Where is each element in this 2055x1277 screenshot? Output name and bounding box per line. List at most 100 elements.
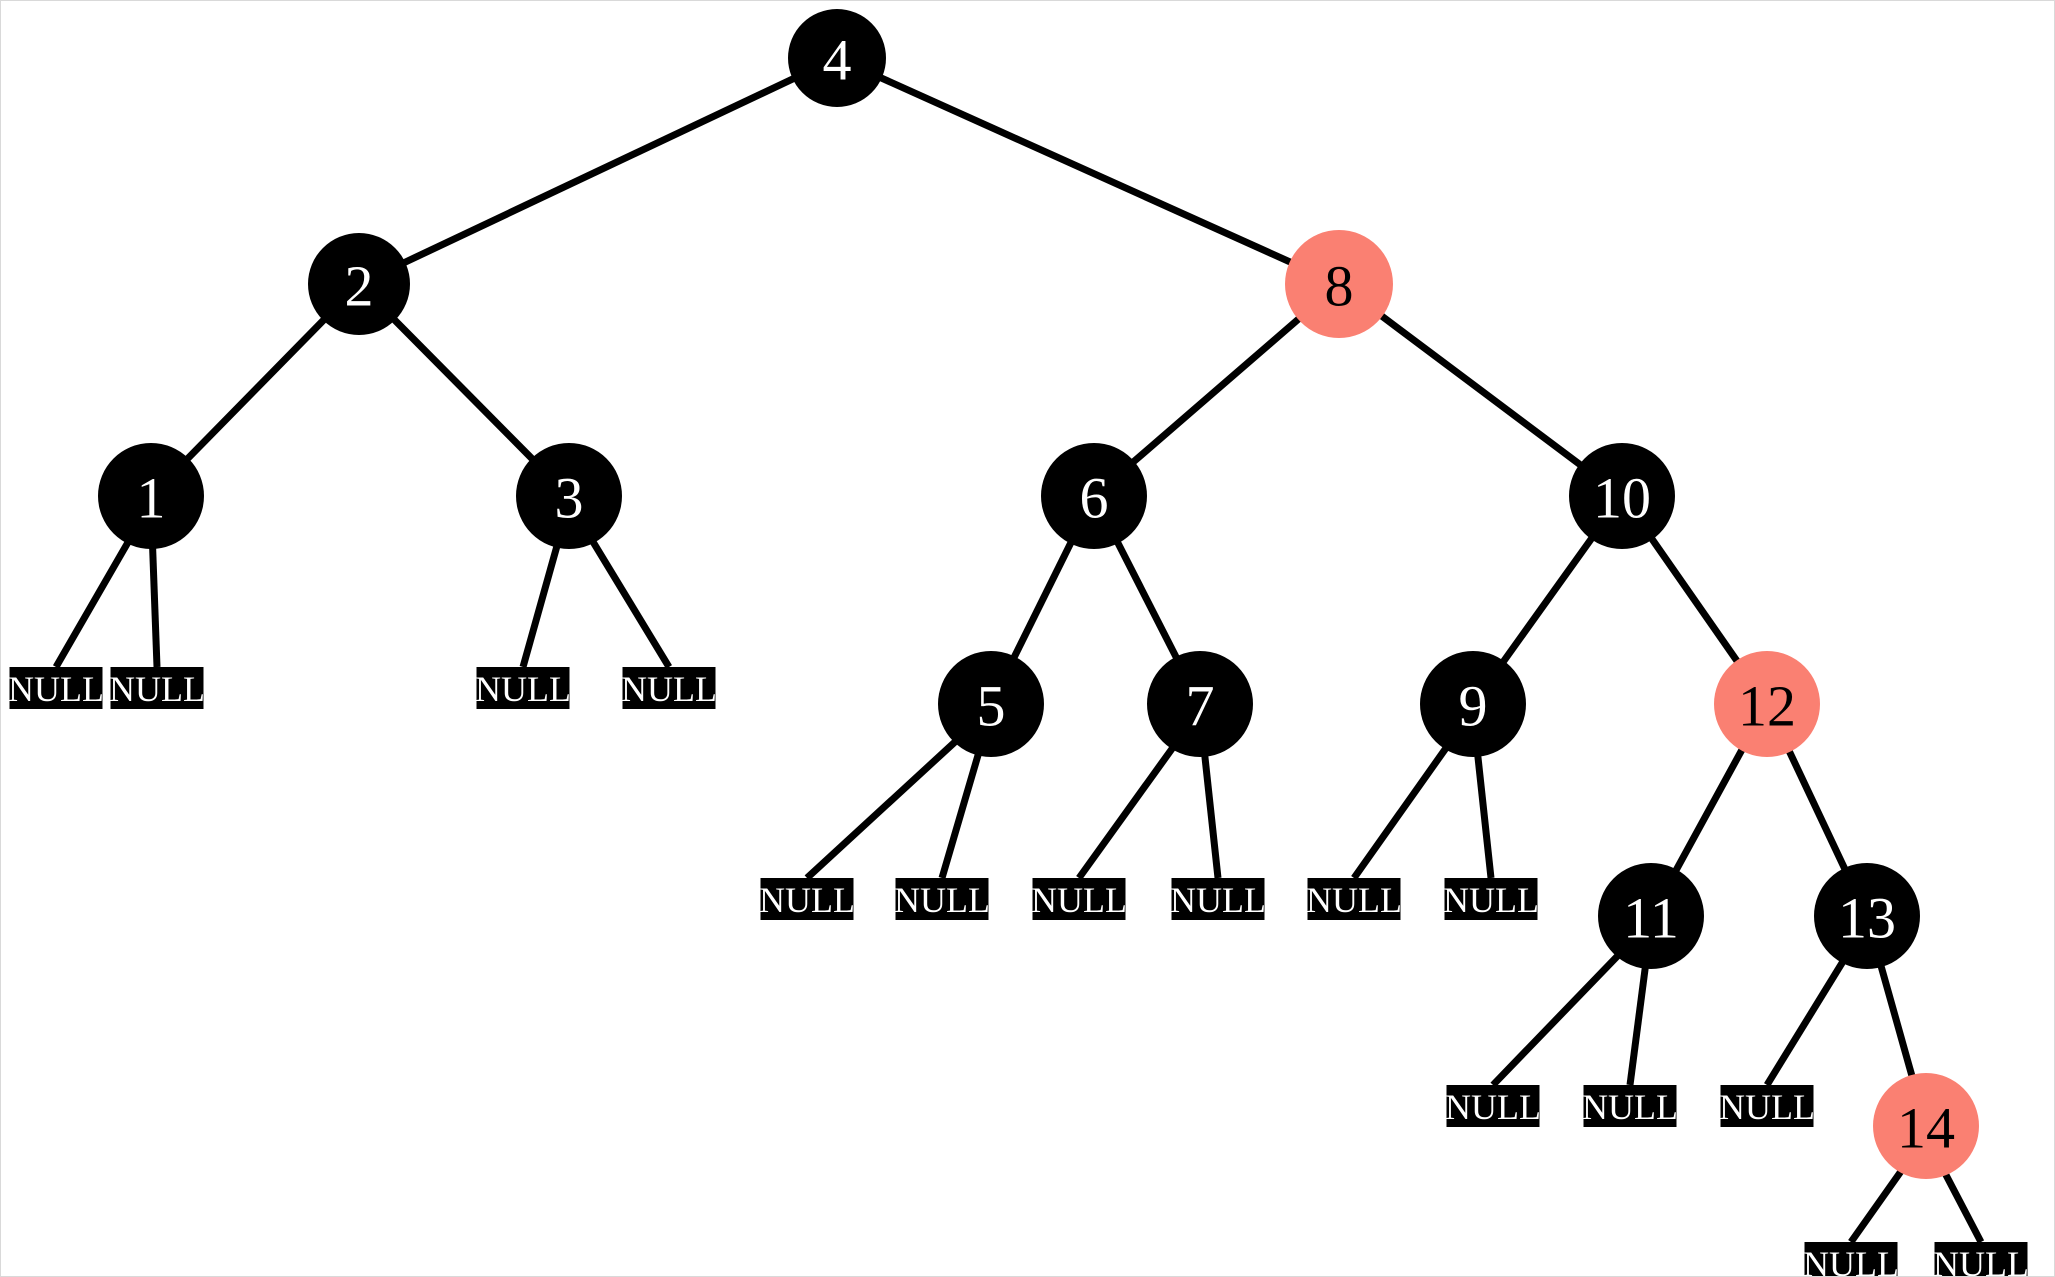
tree-edge-n13-x13: [1764, 958, 1847, 1087]
null-leaf: NULL: [894, 878, 990, 920]
tree-node-1[interactable]: 1: [98, 443, 204, 549]
tree-edge-n11-x12: [1626, 965, 1649, 1086]
tree-edge-n7-x8: [1201, 753, 1222, 879]
null-leaf: NULL: [1306, 878, 1402, 920]
tree-node-10[interactable]: 10: [1569, 443, 1675, 549]
tree-node-14[interactable]: 14: [1873, 1073, 1979, 1179]
null-leaf-box: [9, 667, 103, 709]
null-leaf-box: [110, 667, 204, 709]
null-leaf-label: NULL: [1582, 1087, 1678, 1127]
tree-node-label: 8: [1325, 254, 1354, 319]
tree-edge-n6-n5: [1010, 539, 1075, 661]
tree-node-circle[interactable]: [1714, 651, 1820, 757]
null-leaf: NULL: [1170, 878, 1266, 920]
tree-edge-n1-x1: [52, 539, 132, 669]
tree-edge-n3-x4: [589, 538, 672, 669]
null-leaf-box: [1307, 878, 1401, 920]
tree-node-circle[interactable]: [938, 651, 1044, 757]
null-leaf-box: [1032, 878, 1126, 920]
null-leaf-label: NULL: [1443, 880, 1539, 920]
tree-node-circle[interactable]: [788, 9, 886, 107]
null-leaf: NULL: [475, 667, 571, 709]
tree-node-13[interactable]: 13: [1814, 863, 1920, 969]
null-leaf-label: NULL: [109, 669, 205, 709]
null-leaf: NULL: [8, 667, 104, 709]
null-leaf-label: NULL: [8, 669, 104, 709]
tree-edge-n2-n3: [390, 315, 537, 463]
tree-node-circle[interactable]: [1598, 863, 1704, 969]
tree-node-5[interactable]: 5: [938, 651, 1044, 757]
tree-edge-n6-n7: [1113, 538, 1181, 662]
tree-edge-n13-n14: [1877, 963, 1916, 1079]
tree-node-11[interactable]: 11: [1598, 863, 1704, 969]
tree-node-label: 4: [823, 28, 852, 93]
tree-node-circle[interactable]: [1420, 651, 1526, 757]
tree-node-12[interactable]: 12: [1714, 651, 1820, 757]
tree-node-circle[interactable]: [308, 233, 410, 335]
tree-node-6[interactable]: 6: [1041, 443, 1147, 549]
tree-node-9[interactable]: 9: [1420, 651, 1526, 757]
tree-edge-n14-x15: [1941, 1170, 1985, 1244]
null-leaf-box: [1583, 1085, 1677, 1127]
tree-edge-n4-n2: [400, 74, 797, 267]
tree-node-circle[interactable]: [1285, 230, 1393, 338]
tree-node-circle[interactable]: [1814, 863, 1920, 969]
tree-node-circle[interactable]: [1873, 1073, 1979, 1179]
null-leaf: NULL: [1445, 1085, 1541, 1127]
null-leaf: NULL: [621, 667, 717, 709]
null-leaf-label: NULL: [1306, 880, 1402, 920]
tree-node-label: 3: [555, 466, 584, 531]
tree-node-label: 2: [345, 254, 374, 319]
tree-edge-n3-x3: [519, 543, 561, 668]
tree-node-label: 14: [1897, 1096, 1955, 1161]
null-leaf: NULL: [1803, 1242, 1899, 1276]
tree-node-label: 11: [1623, 886, 1679, 951]
tree-node-3[interactable]: 3: [516, 443, 622, 549]
tree-edge-n7-x7: [1076, 744, 1177, 881]
null-leaf-label: NULL: [759, 880, 855, 920]
tree-node-circle[interactable]: [1041, 443, 1147, 549]
tree-node-label: 12: [1738, 674, 1796, 739]
tree-edge-n5-x6: [938, 751, 983, 879]
null-leaf-label: NULL: [1719, 1087, 1815, 1127]
tree-edge-n2-n1: [183, 315, 328, 463]
null-leaf-box: [1934, 1242, 2028, 1276]
tree-edge-n10-n9: [1499, 534, 1596, 666]
null-leaf-box: [760, 878, 854, 920]
tree-node-label: 9: [1459, 674, 1488, 739]
null-leaf-label: NULL: [894, 880, 990, 920]
null-leaf-label: NULL: [1031, 880, 1127, 920]
tree-node-label: 10: [1593, 466, 1651, 531]
tree-edge-n1-x2: [149, 545, 161, 668]
tree-edge-n4-n8: [877, 73, 1294, 267]
null-leaf: NULL: [1582, 1085, 1678, 1127]
tree-node-circle[interactable]: [516, 443, 622, 549]
tree-node-circle[interactable]: [98, 443, 204, 549]
tree-node-circle[interactable]: [1569, 443, 1675, 549]
null-leaf: NULL: [759, 878, 855, 920]
null-leaf-box: [1720, 1085, 1814, 1127]
tree-edge-n12-n13: [1785, 747, 1849, 873]
null-leaf-label: NULL: [1933, 1244, 2029, 1277]
null-leaf-box: [1804, 1242, 1898, 1276]
tree-edge-n14-x14: [1848, 1167, 1905, 1245]
tree-node-2[interactable]: 2: [308, 233, 410, 335]
tree-node-label: 6: [1080, 466, 1109, 531]
tree-node-4[interactable]: 4: [788, 9, 886, 107]
null-leaf-label: NULL: [1445, 1087, 1541, 1127]
null-leaf-label: NULL: [475, 669, 571, 709]
null-leaf-box: [622, 667, 716, 709]
tree-node-7[interactable]: 7: [1147, 651, 1253, 757]
tree-edge-n5-x5: [804, 737, 960, 881]
tree-node-circle[interactable]: [1147, 651, 1253, 757]
null-leaf: NULL: [1719, 1085, 1815, 1127]
tree-node-8[interactable]: 8: [1285, 230, 1393, 338]
null-leaf: NULL: [1933, 1242, 2029, 1277]
tree-edge-n12-n11: [1671, 746, 1747, 874]
null-leaf-box: [1446, 1085, 1540, 1127]
null-leaf: NULL: [109, 667, 205, 709]
